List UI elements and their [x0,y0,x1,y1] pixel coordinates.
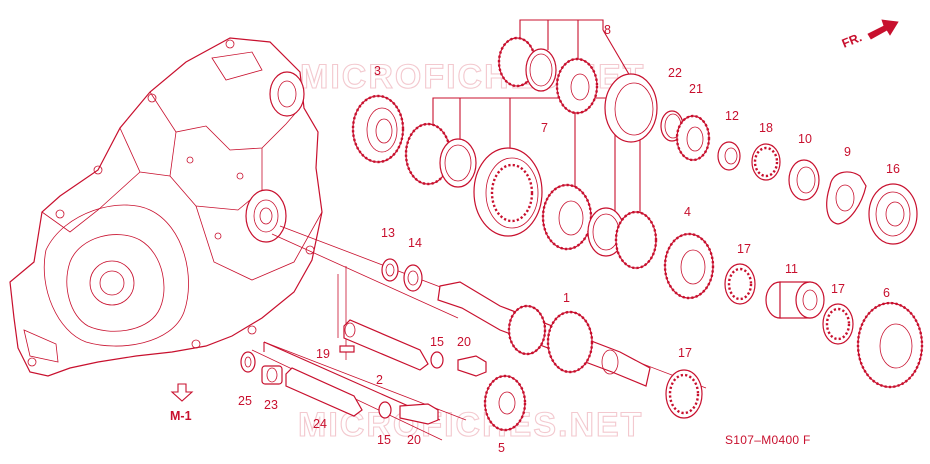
front-direction-indicator: FR. [840,19,899,51]
callout-17b: 17 [831,282,845,296]
callout-15b: 15 [377,433,391,447]
callout-24: 24 [313,417,327,431]
collar-23 [261,365,283,385]
callout-25: 25 [238,394,252,408]
callout-2: 2 [376,373,383,387]
diagram-code: S107–M0400 F [725,433,811,447]
callout-6: 6 [883,286,890,300]
collar-11 [765,281,825,319]
callout-15a: 15 [430,335,444,349]
callout-13: 13 [381,226,395,240]
synchro-set-8 [497,36,658,143]
washer-25 [240,351,256,373]
washer-13 [381,258,399,282]
bearing-17-a [724,263,756,305]
callout-19: 19 [316,347,330,361]
gear-6 [856,301,924,389]
view-reference-arrow-icon [170,383,194,402]
bolt-20-b [399,403,439,425]
callout-20b: 20 [407,433,421,447]
callout-labels: 1 2 3 4 5 6 7 8 9 10 11 12 13 14 15 15 1… [238,23,900,455]
bearing-17-c [665,369,703,419]
ring-10 [788,159,820,201]
gear-5 [483,374,527,432]
callout-12: 12 [725,109,739,123]
bearing-17-b [822,303,854,345]
callout-4: 4 [684,205,691,219]
gear-21 [675,114,711,162]
callout-9: 9 [844,145,851,159]
callout-21: 21 [689,82,703,96]
washer-15-a [430,351,444,369]
callout-10: 10 [798,132,812,146]
front-direction-arrow-icon [867,19,899,40]
callout-16: 16 [886,162,900,176]
bearing-16 [868,183,918,245]
pin-19 [339,345,355,353]
front-direction-label: FR. [840,30,864,51]
callout-1: 1 [563,291,570,305]
gear-3 [351,94,405,164]
callout-17c: 17 [678,346,692,360]
shaft-24 [285,367,363,417]
callout-7: 7 [541,121,548,135]
washer-14 [403,264,423,292]
callout-17a: 17 [737,242,751,256]
bolt-20-a [457,355,487,377]
view-reference-label: M-1 [170,409,192,423]
callout-22: 22 [668,66,682,80]
callout-20a: 20 [457,335,471,349]
mainshaft-1 [437,281,651,387]
synchro-set-7 [404,122,658,270]
callout-14: 14 [408,236,422,250]
callout-18: 18 [759,121,773,135]
callout-8: 8 [604,23,611,37]
collar-12 [717,141,741,171]
callout-3: 3 [374,64,381,78]
callout-5: 5 [498,441,505,455]
transmission-housing [9,37,323,377]
plate-9 [826,171,867,225]
callout-23: 23 [264,398,278,412]
bearing-18 [751,143,781,181]
view-reference: M-1 [170,383,194,423]
gear-4 [663,232,715,300]
callout-11: 11 [785,262,798,276]
washer-15-b [378,401,392,419]
shaft-2 [343,319,429,371]
